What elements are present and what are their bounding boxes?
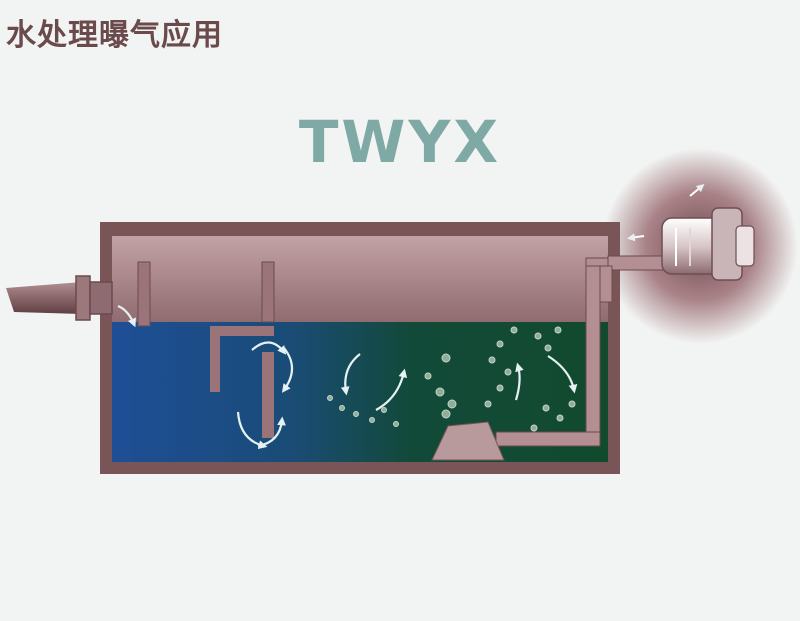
baffle-low: [262, 352, 274, 438]
baffle-hanging: [210, 326, 274, 392]
circulation-arrow: [547, 355, 578, 394]
circulation-arrow: [251, 341, 287, 355]
air-blower-icon: [661, 207, 755, 281]
baffle-inlet: [137, 261, 151, 327]
circulation-arrow: [375, 368, 408, 411]
brand-label: TWYX: [298, 108, 502, 176]
inlet-flow-arrow: [117, 304, 136, 328]
circulation-arrow: [281, 347, 294, 393]
airflow-in-arrow: [689, 183, 705, 197]
page-title: 水处理曝气应用: [6, 18, 223, 53]
air-pipe: [495, 255, 671, 447]
circulation-arrow: [340, 353, 361, 396]
circulation-arrow: [514, 362, 524, 401]
airflow-out-arrow: [626, 233, 645, 242]
inlet-pipe-icon: [6, 275, 113, 321]
baffle-mid: [261, 261, 275, 323]
diffuser-mound-icon: [431, 421, 505, 461]
air-bubble-icon: [327, 326, 576, 432]
circulation-arrow: [257, 416, 286, 448]
